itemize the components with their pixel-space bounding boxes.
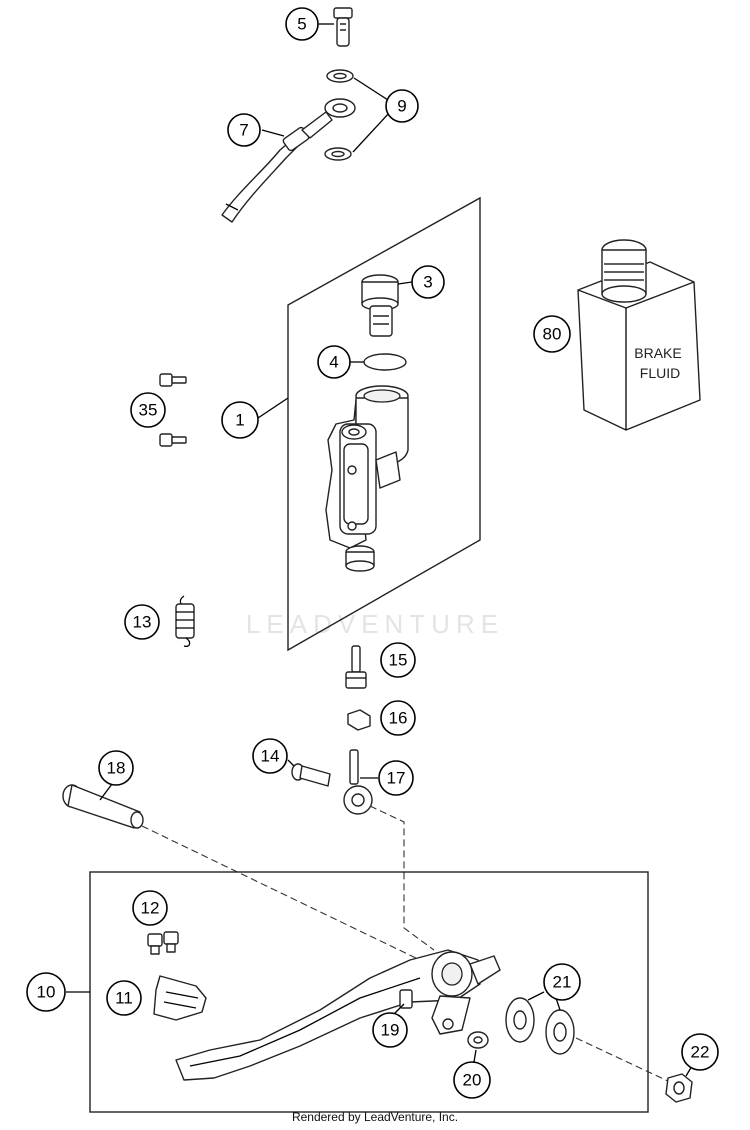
callout-80: 80: [533, 315, 571, 353]
brake-line-part: [221, 98, 356, 223]
reservoir-fitting-part: [361, 274, 399, 337]
nut-part: [347, 709, 371, 731]
callout-22: 22: [681, 1033, 719, 1071]
callout-17: 17: [378, 760, 414, 796]
tip-screw-part: [147, 931, 179, 955]
washer-part: [324, 69, 354, 161]
svg-text:11: 11: [115, 989, 133, 1008]
o-ring-part: [363, 353, 407, 371]
callout-20: 20: [453, 1061, 491, 1099]
svg-text:15: 15: [389, 651, 408, 670]
pedal-step-part: [153, 975, 207, 1021]
svg-text:10: 10: [37, 983, 56, 1002]
callout-14: 14: [252, 738, 288, 774]
svg-text:80: 80: [543, 325, 562, 344]
svg-text:35: 35: [139, 401, 158, 420]
svg-text:3: 3: [423, 273, 432, 292]
svg-text:14: 14: [261, 747, 280, 766]
callout-7: 7: [227, 113, 261, 147]
callout-18: 18: [98, 750, 134, 786]
svg-text:21: 21: [553, 973, 572, 992]
bearing-part: [505, 997, 575, 1055]
bottle-label-line1: BRAKE: [634, 345, 681, 361]
svg-text:19: 19: [381, 1021, 400, 1040]
svg-text:22: 22: [691, 1043, 710, 1062]
svg-text:7: 7: [239, 121, 248, 140]
master-cylinder-part: [325, 385, 409, 572]
callout-13: 13: [124, 604, 160, 640]
callout-4: 4: [317, 345, 351, 379]
callout-35: 35: [130, 392, 166, 428]
bolt-part: [291, 763, 331, 787]
bushing-part: [467, 1031, 489, 1049]
callout-21: 21: [543, 963, 581, 1001]
master-cylinder-group-frame: [287, 196, 481, 652]
banjo-bolt-part: [333, 7, 353, 47]
svg-text:18: 18: [107, 759, 126, 778]
svg-text:12: 12: [141, 899, 160, 918]
svg-text:4: 4: [329, 353, 338, 372]
pushrod-part: [345, 645, 367, 689]
svg-text:5: 5: [297, 15, 306, 34]
svg-text:1: 1: [235, 411, 244, 430]
svg-text:16: 16: [389, 709, 408, 728]
svg-text:17: 17: [387, 769, 406, 788]
callout-19: 19: [372, 1012, 408, 1048]
svg-text:13: 13: [133, 613, 152, 632]
svg-text:20: 20: [463, 1071, 482, 1090]
callout-12: 12: [132, 890, 168, 926]
screw-part: [159, 373, 187, 447]
bottle-label-line2: FLUID: [640, 365, 680, 381]
pivot-pin-part: [62, 784, 144, 829]
brake-pedal-part: [175, 949, 501, 1081]
svg-text:9: 9: [397, 97, 406, 116]
assembly-line-bushing: [575, 1037, 671, 1083]
assembly-line-clevis: [369, 805, 435, 951]
callout-1: 1: [221, 401, 259, 439]
clevis-part: [343, 749, 373, 815]
callout-3: 3: [411, 265, 445, 299]
spring-part: [175, 595, 195, 648]
watermark: LEADVENTURE: [246, 609, 504, 639]
brake-fluid-bottle-part: BRAKE FLUID: [577, 239, 701, 431]
assembly-line-pin: [141, 825, 421, 961]
callout-9: 9: [385, 89, 419, 123]
callout-5: 5: [285, 7, 319, 41]
callout-10: 10: [26, 972, 66, 1012]
footer-credit: Rendered by LeadVenture, Inc.: [291, 1110, 459, 1124]
callout-16: 16: [380, 700, 416, 736]
pedal-nut-part: [665, 1073, 693, 1103]
callout-11: 11: [106, 980, 142, 1016]
callout-15: 15: [380, 642, 416, 678]
